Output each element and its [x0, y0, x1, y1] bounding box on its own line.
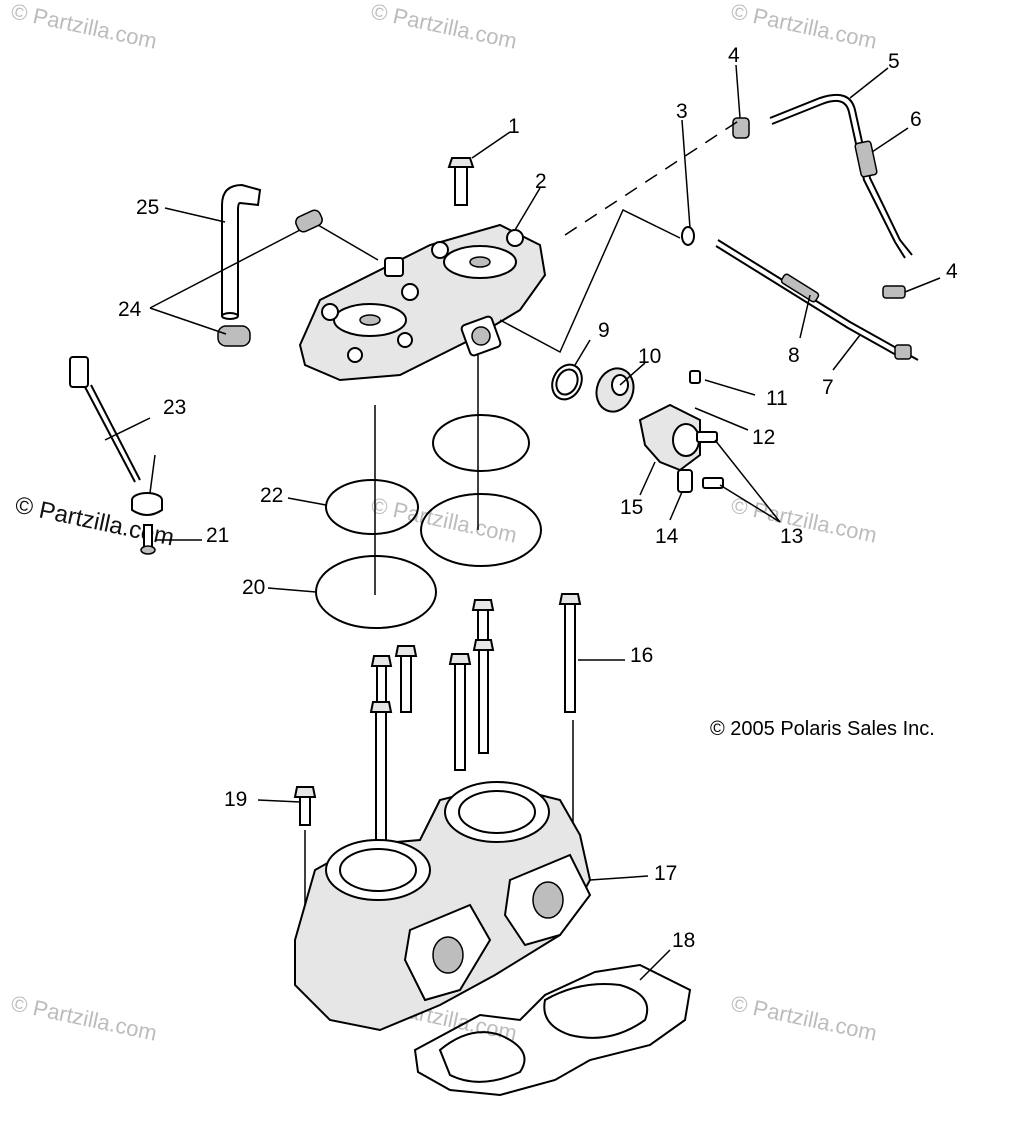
callout-22: 22	[260, 484, 283, 507]
callout-5: 5	[888, 50, 900, 73]
callout-3: 3	[676, 100, 688, 123]
hose-clamp-upper	[295, 209, 323, 233]
fitting-washer	[681, 226, 695, 246]
cylinder-bolts	[293, 593, 582, 843]
tube-clip-lower	[882, 285, 906, 299]
callout-leaders	[104, 64, 941, 981]
watermark: © Partzilla.com	[729, 492, 879, 547]
callout-4: 4	[946, 260, 958, 283]
callout-8: 8	[788, 344, 800, 367]
thermostat	[595, 367, 635, 413]
watermark: © Partzilla.com	[729, 990, 879, 1045]
watermark: © Partzilla.com	[9, 990, 159, 1045]
thermostat-housing	[638, 403, 701, 472]
cylinder-head	[298, 223, 547, 382]
callout-13: 13	[780, 525, 803, 548]
callout-23: 23	[163, 396, 186, 419]
callout-14: 14	[655, 525, 679, 548]
callout-4: 4	[728, 44, 740, 67]
callout-6: 6	[910, 108, 922, 131]
cylinder-block	[294, 781, 592, 1032]
callout-17: 17	[654, 862, 677, 885]
head-bolt	[447, 157, 475, 206]
callout-20: 20	[242, 576, 265, 599]
temperature-sensor	[69, 356, 141, 483]
copyright-notice: © 2005 Polaris Sales Inc.	[710, 718, 935, 740]
callout-21: 21	[206, 524, 229, 547]
callout-15: 15	[620, 496, 643, 519]
callout-9: 9	[598, 319, 610, 342]
callout-10: 10	[638, 345, 661, 368]
bleed-tube	[769, 94, 913, 259]
callout-19: 19	[224, 788, 247, 811]
callout-7: 7	[822, 376, 834, 399]
callout-11: 11	[766, 387, 788, 410]
bypass-hose	[221, 183, 262, 320]
watermark: © Partzilla.com	[729, 0, 879, 54]
base-gasket	[413, 963, 692, 1097]
watermark: © Partzilla.com	[369, 0, 519, 54]
callout-1: 1	[508, 115, 520, 138]
callout-2: 2	[535, 170, 547, 193]
ground-terminal	[677, 469, 693, 493]
thermostat-gasket	[551, 363, 583, 401]
callout-12: 12	[752, 426, 775, 449]
hose-clamp-lower	[217, 325, 251, 347]
callout-24: 24	[118, 298, 142, 321]
tube-clip-upper	[732, 117, 750, 139]
sensor-grommet	[131, 492, 163, 516]
callout-18: 18	[672, 929, 695, 952]
housing-bolts	[689, 370, 724, 489]
callout-25: 25	[136, 196, 159, 219]
sensor-screw	[140, 524, 156, 555]
sensor-cable	[715, 239, 919, 361]
callout-labels: 1 2 3 4 4 5 6 7 8 9 10 11 12 13 14 15 16…	[118, 44, 958, 952]
watermark: © Partzilla.com	[9, 0, 159, 54]
callout-16: 16	[630, 644, 653, 667]
